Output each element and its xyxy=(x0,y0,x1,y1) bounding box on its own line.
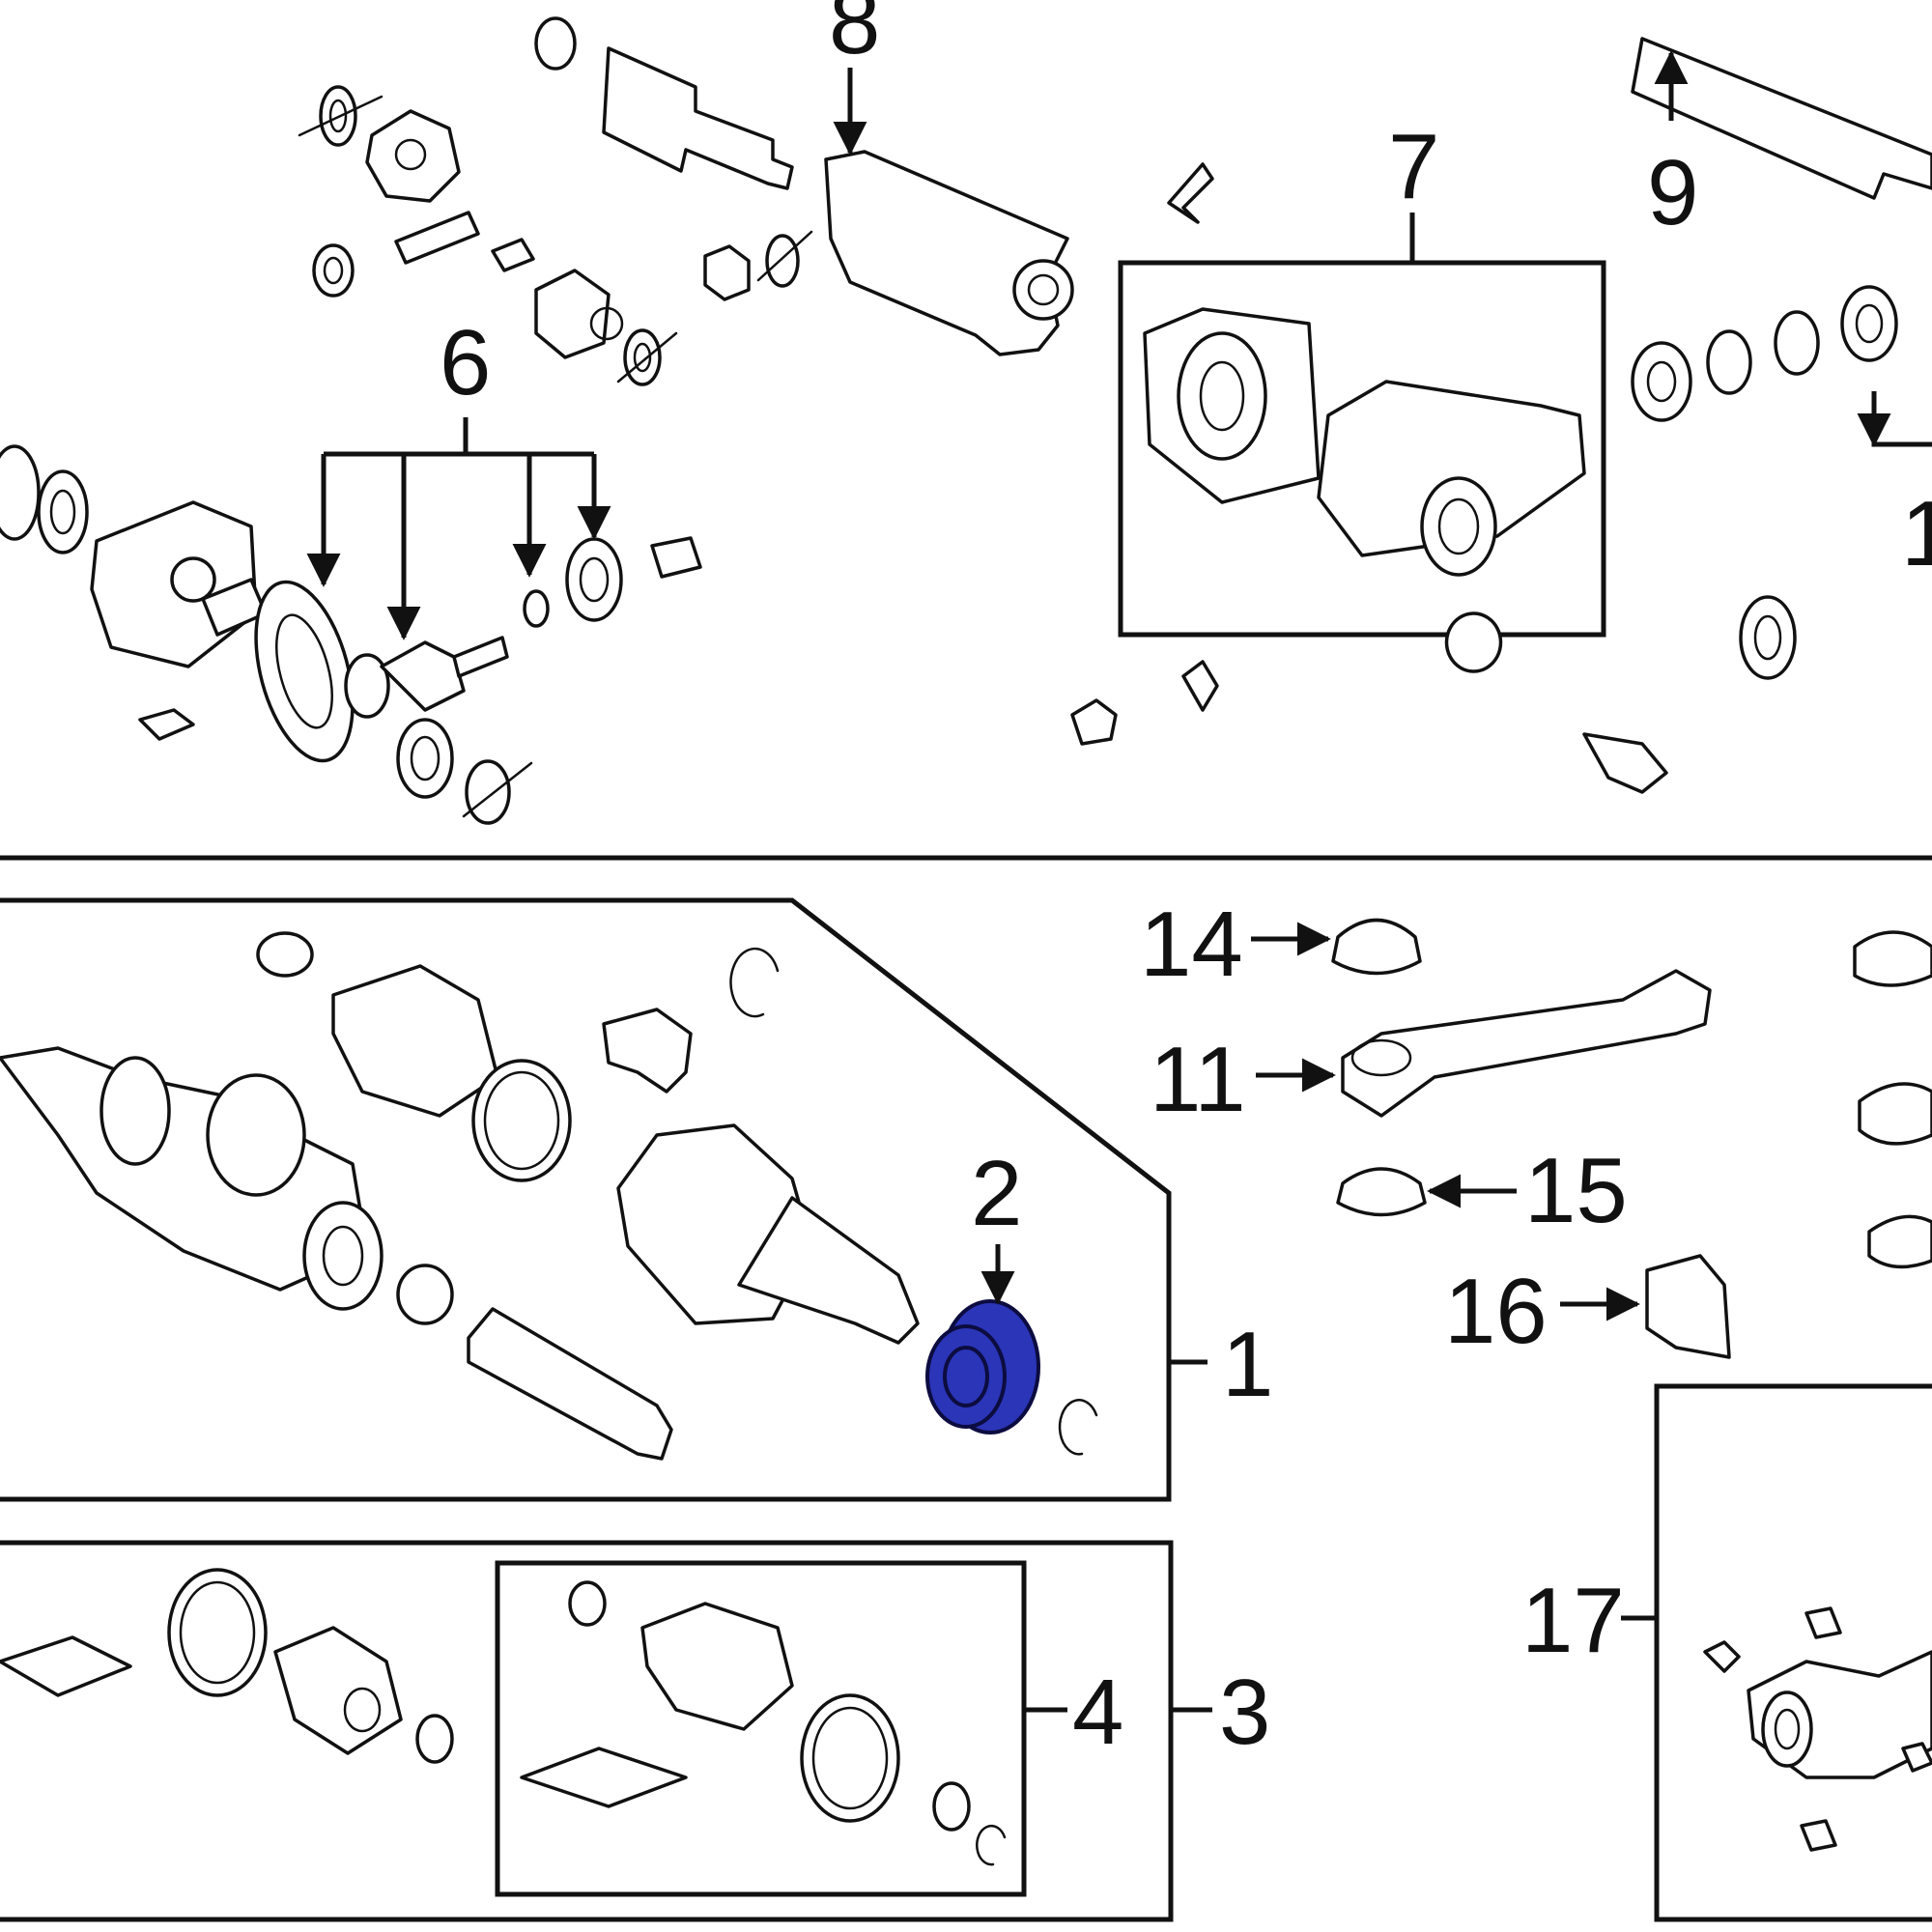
snap-ring-kit-1 xyxy=(932,1781,971,1832)
label-16: 16 xyxy=(1444,1260,1548,1363)
label-9: 9 xyxy=(1647,141,1698,244)
snap-ring-bottom xyxy=(1058,1399,1098,1456)
snap-ring-top xyxy=(729,947,780,1018)
boot-clamp-small-left xyxy=(415,1714,454,1764)
boot-left xyxy=(273,1626,403,1755)
snap-ring-kit-2 xyxy=(976,1824,1007,1866)
inner-cv-joint-housing xyxy=(616,1123,920,1345)
tripod-joint xyxy=(602,1008,693,1094)
input-shaft xyxy=(534,16,794,190)
bracket-small xyxy=(138,708,195,741)
bracket-16 xyxy=(1645,1254,1731,1359)
bearing-right xyxy=(565,537,623,622)
axle-assembly-section: 2 1 xyxy=(0,897,1273,1502)
cushion-15 xyxy=(1336,1167,1427,1217)
differential-carrier-cover xyxy=(1143,307,1321,504)
pinion-washer-top xyxy=(298,85,384,147)
boot-kit-section: 4 3 xyxy=(0,1540,1270,1922)
side-washer-right xyxy=(616,328,678,386)
boot-clamp-large-left xyxy=(167,1568,268,1697)
bearing-set-right xyxy=(1631,285,1898,422)
differential-carrier-case xyxy=(1317,380,1586,577)
differential-cap xyxy=(365,109,461,203)
label-11: 11 xyxy=(1150,1028,1246,1131)
thrust-washer-left xyxy=(312,243,355,298)
label-3: 3 xyxy=(1219,1661,1270,1764)
label-4: 4 xyxy=(1072,1661,1123,1764)
boot-kit xyxy=(640,1602,794,1731)
grease-pack-left xyxy=(0,1635,132,1697)
box-4 xyxy=(495,1560,1027,1897)
label-10: 1 xyxy=(1901,482,1932,585)
carrier-assembly xyxy=(0,444,268,668)
cushion-14 xyxy=(1331,918,1422,976)
support-member-11 xyxy=(1341,969,1712,1118)
cushion-right-bottom xyxy=(1867,1214,1932,1269)
label-15: 15 xyxy=(1524,1139,1628,1242)
pinion-shaft-pin xyxy=(394,211,480,265)
boot-clamp-3 xyxy=(396,1264,454,1325)
leaders-upper xyxy=(306,50,1932,640)
differential-assembly-17 xyxy=(1747,1650,1932,1779)
intermediate-shaft xyxy=(467,1307,673,1461)
seal-right xyxy=(1739,595,1797,680)
highlighted-bearing xyxy=(925,1299,1040,1435)
mounting-parts-section: 14 11 15 16 xyxy=(1140,893,1932,1363)
boot-clamp-1 xyxy=(256,931,314,978)
label-8: 8 xyxy=(829,0,880,73)
nut-and-washer xyxy=(703,230,813,301)
label-7: 7 xyxy=(1388,115,1439,218)
small-plugs-17 xyxy=(1703,1606,1932,1852)
spacer-small xyxy=(491,238,535,272)
label-1: 1 xyxy=(1222,1313,1273,1416)
o-ring xyxy=(523,589,550,628)
boot-clamp-large-kit xyxy=(800,1693,900,1823)
outer-cv-boot-shaft xyxy=(0,1046,384,1311)
boot-clamp-small-kit xyxy=(568,1580,607,1627)
cushion-right-top xyxy=(1853,930,1932,987)
label-2: 2 xyxy=(971,1142,1022,1245)
label-14: 14 xyxy=(1140,893,1243,996)
axle-tube-housing xyxy=(824,150,1074,356)
breather-clip xyxy=(1167,162,1214,224)
label-6: 6 xyxy=(440,311,491,414)
upper-section: 8 9 7 6 1 xyxy=(0,0,1932,861)
box-17 xyxy=(1654,1383,1932,1922)
inner-boot xyxy=(331,964,499,1118)
box-1 xyxy=(0,897,1172,1502)
grease-pack-kit xyxy=(520,1747,688,1808)
box-17-section: 17 xyxy=(1521,1383,1932,1922)
bushing-small xyxy=(650,536,702,579)
drive-pinion xyxy=(344,636,509,719)
ring-gear xyxy=(254,580,355,763)
boot-clamp-2 xyxy=(471,1059,572,1182)
pinion-bearing xyxy=(396,718,533,825)
side-gear xyxy=(534,269,624,359)
label-17: 17 xyxy=(1521,1569,1625,1672)
box-3 xyxy=(0,1540,1174,1922)
box-7 xyxy=(1118,260,1606,638)
fasteners-bottom xyxy=(1070,611,1668,794)
cushion-right-middle xyxy=(1858,1082,1932,1146)
drive-shaft-top-right xyxy=(1631,37,1932,200)
